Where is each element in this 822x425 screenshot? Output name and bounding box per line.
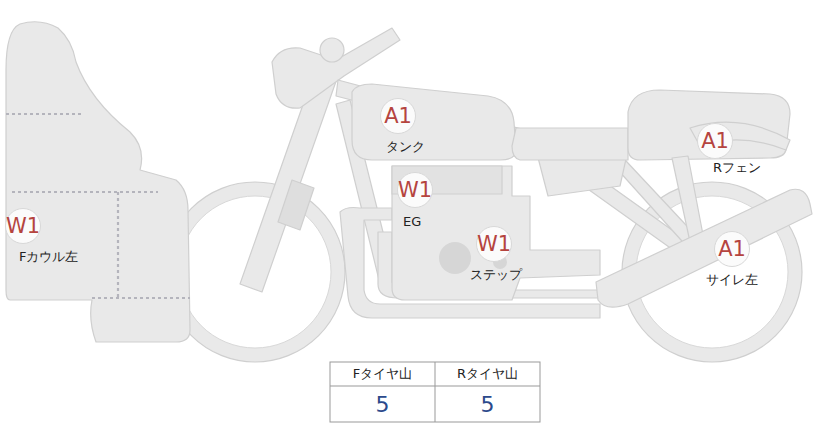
damage-callout: W1EG — [397, 172, 433, 208]
damage-code: W1 — [476, 226, 512, 262]
damage-callout: A1サイレ左 — [714, 231, 750, 267]
table-value: 5 — [436, 387, 539, 421]
table-value: 5 — [331, 387, 434, 421]
table-header: Rタイヤ山 — [436, 363, 539, 385]
muffler — [596, 189, 812, 307]
part-name: Fカウル左 — [19, 248, 78, 266]
damage-code: W1 — [5, 208, 41, 244]
damage-callout: A1Rフェン — [697, 123, 733, 159]
damage-code: A1 — [714, 231, 750, 267]
damage-callout: W1ステップ — [476, 226, 512, 262]
damage-code: W1 — [397, 172, 433, 208]
tire-table — [330, 362, 540, 422]
part-name: サイレ左 — [706, 271, 758, 289]
damage-code: A1 — [697, 123, 733, 159]
damage-callout: A1タンク — [380, 98, 416, 134]
front-cowl — [6, 22, 190, 342]
seat — [512, 128, 628, 160]
part-name: EG — [403, 214, 421, 229]
damage-code: A1 — [380, 98, 416, 134]
fuel-tank — [352, 84, 516, 160]
part-name: タンク — [386, 138, 425, 156]
damage-callout: W1Fカウル左 — [5, 208, 41, 244]
table-header: Fタイヤ山 — [331, 363, 434, 385]
part-name: Rフェン — [713, 159, 761, 177]
part-name: ステップ — [470, 266, 522, 284]
